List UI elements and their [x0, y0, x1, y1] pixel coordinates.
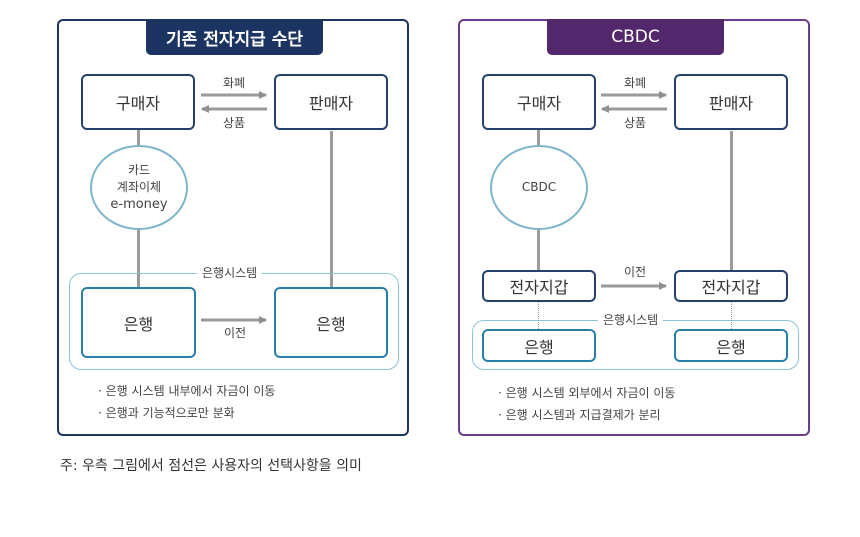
right-note-1: · 은행 시스템 외부에서 자금이 이동 — [498, 386, 676, 400]
right-bank-label-1: 은행 — [524, 337, 554, 357]
left-seller-box: 판매자 — [274, 74, 388, 130]
left-bank-system-label: 은행시스템 — [197, 266, 263, 280]
right-bank-system-label: 은행시스템 — [598, 313, 664, 327]
right-bank-box-1: 은행 — [482, 329, 596, 362]
left-bank-label-1: 은행 — [123, 314, 154, 334]
footnote: 주: 우측 그림에서 점선은 사용자의 선택사항을 의미 — [60, 458, 362, 474]
right-buyer-box: 구매자 — [482, 74, 596, 130]
right-seller-box: 판매자 — [674, 74, 788, 130]
right-optional-dotted-left — [538, 301, 539, 329]
right-seller-connector — [730, 131, 733, 270]
left-buyer-label: 구매자 — [115, 94, 161, 113]
right-bank-box-2: 은행 — [674, 329, 788, 362]
payment-means-cbdc: CBDC — [521, 180, 557, 194]
right-cbdc-ellipse: CBDC — [490, 145, 588, 230]
right-transfer-label: 이전 — [623, 265, 647, 279]
left-seller-connector — [330, 131, 333, 287]
left-bank-box-2: 은행 — [274, 287, 388, 358]
payment-means-card: 카드 — [127, 163, 151, 177]
right-money-label: 화폐 — [623, 76, 647, 90]
right-seller-label: 판매자 — [708, 94, 754, 113]
right-optional-dotted-right — [731, 301, 732, 329]
payment-means-transfer: 계좌이체 — [116, 180, 162, 194]
left-bank-label-2: 은행 — [316, 314, 346, 334]
right-wallet-label-1: 전자지갑 — [509, 278, 569, 297]
right-wallet-box-2: 전자지갑 — [674, 270, 788, 302]
left-buyer-box: 구매자 — [81, 74, 195, 130]
right-note-2: · 은행 시스템과 지급결제가 분리 — [498, 408, 661, 422]
left-money-label: 화폐 — [222, 76, 246, 90]
left-notes: · 은행 시스템 내부에서 자금이 이동 · 은행과 기능적으로만 분화 — [98, 380, 275, 424]
left-note-2: · 은행과 기능적으로만 분화 — [98, 406, 235, 420]
right-goods-label: 상품 — [623, 116, 647, 130]
left-transfer-label: 이전 — [223, 326, 247, 340]
right-buyer-label: 구매자 — [516, 94, 562, 113]
right-wallet-label-2: 전자지갑 — [701, 278, 761, 297]
right-wallet-box-1: 전자지갑 — [482, 270, 596, 302]
left-payment-means-ellipse: 카드 계좌이체 e-money — [90, 145, 188, 230]
left-seller-label: 판매자 — [308, 94, 354, 113]
right-panel-title: CBDC — [547, 19, 724, 55]
payment-means-emoney: e-money — [110, 197, 168, 212]
right-notes: · 은행 시스템 외부에서 자금이 이동 · 은행 시스템과 지급결제가 분리 — [498, 382, 675, 426]
left-bank-box-1: 은행 — [81, 287, 196, 358]
right-bank-label-2: 은행 — [716, 337, 746, 357]
left-note-1: · 은행 시스템 내부에서 자금이 이동 — [98, 384, 276, 398]
left-panel-title: 기존 전자지급 수단 — [146, 19, 323, 55]
left-goods-label: 상품 — [222, 116, 246, 130]
